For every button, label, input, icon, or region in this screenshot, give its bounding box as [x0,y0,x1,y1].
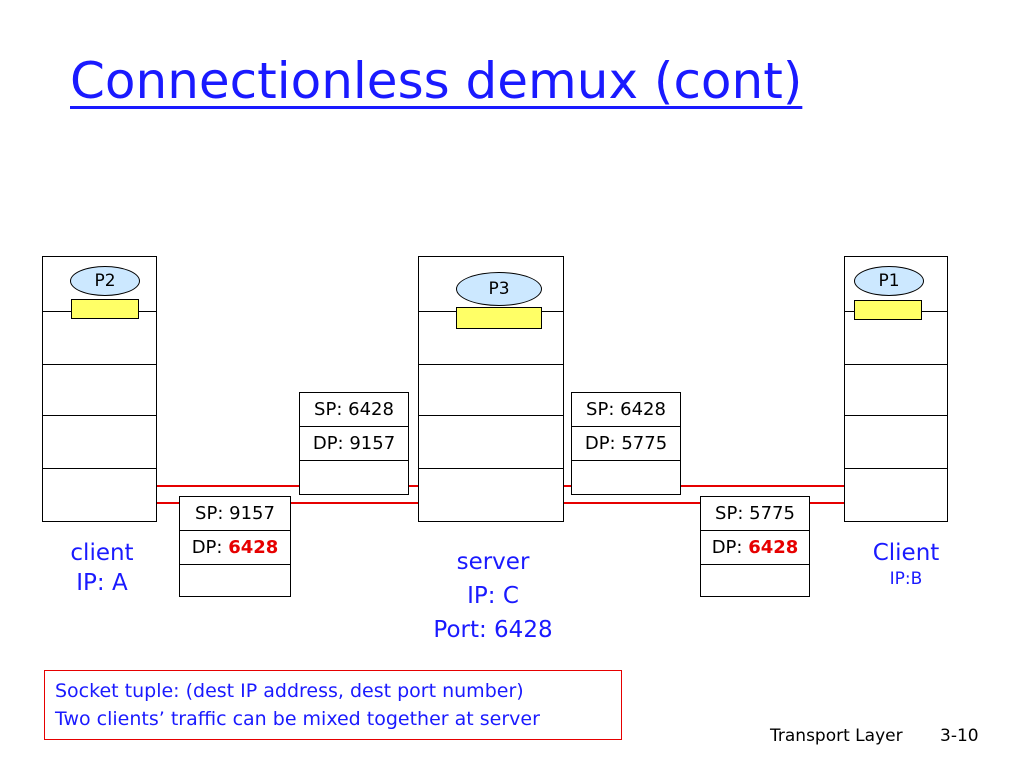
footer-page-number: 3-10 [940,726,979,746]
process-p2: P2 [70,266,140,296]
client-a-label: client IP: A [70,540,134,596]
process-p3: P3 [456,272,542,306]
segment-source-port: SP: 6428 [300,393,408,427]
segment-source-port: SP: 6428 [572,393,680,427]
segment-server-to-b: SP: 6428 DP: 5775 [571,392,681,495]
footer-section: Transport Layer [770,726,903,746]
segment-dest-port: DP: 6428 [180,531,290,565]
host-client-a [42,256,157,522]
segment-source-port: SP: 9157 [180,497,290,531]
server-label: server IP: C Port: 6428 [433,549,553,643]
segment-payload [701,565,809,599]
socket-server [456,307,542,329]
segment-a-to-server: SP: 9157 DP: 6428 [179,496,291,597]
segment-source-port: SP: 5775 [701,497,809,531]
wire-server-to-a [115,313,467,487]
socket-client-a [71,299,139,319]
segment-payload [300,461,408,495]
segment-payload [180,565,290,599]
segment-payload [572,461,680,495]
process-p1: P1 [854,266,924,296]
client-b-label: Client IP:B [872,540,940,589]
slide-title: Connectionless demux (cont) [70,52,803,110]
segment-dest-port: DP: 5775 [572,427,680,461]
host-client-b [844,256,948,522]
segment-b-to-server: SP: 5775 DP: 6428 [700,496,810,597]
socket-client-b [854,300,922,320]
socket-tuple-note: Socket tuple: (dest IP address, dest por… [44,670,622,740]
segment-dest-port: DP: 9157 [300,427,408,461]
segment-dest-port: DP: 6428 [701,531,809,565]
segment-server-to-a: SP: 6428 DP: 9157 [299,392,409,495]
